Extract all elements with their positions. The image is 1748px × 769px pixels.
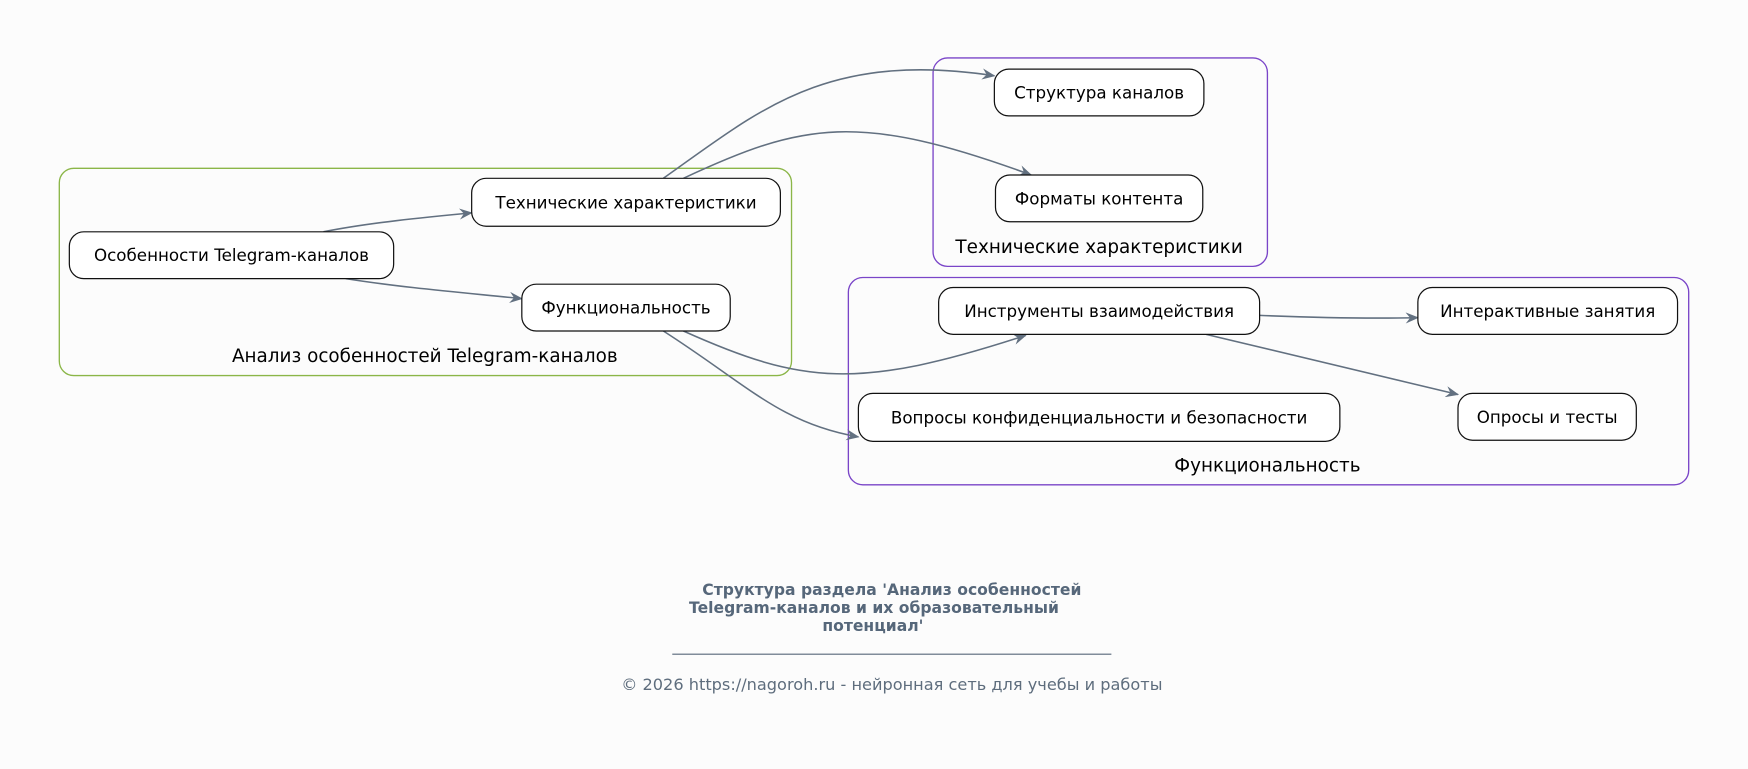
edge-tools-interactive — [1259, 312, 1419, 324]
edge-tools-polls — [1205, 333, 1460, 398]
edge-tech-formats — [683, 131, 1033, 180]
edge-tech-structure — [662, 68, 996, 179]
edge-features-func — [345, 277, 523, 303]
node-polls-label: Опросы и тесты — [1477, 407, 1618, 427]
node-structure[interactable]: Структура каналов — [993, 68, 1205, 117]
node-tech-label: Технические характеристики — [494, 192, 756, 212]
node-features-label: Особенности Telegram-каналов — [94, 245, 369, 265]
edge-func-privacy — [662, 330, 860, 441]
cluster-tech-label: Технические характеристики — [954, 237, 1242, 258]
node-tools[interactable]: Инструменты взаимодействия — [938, 286, 1261, 335]
footer-title-line-3: потенциал' — [822, 617, 923, 635]
footer-copyright: © 2026 https://nagoroh.ru - нейронная се… — [621, 675, 1162, 694]
node-tech[interactable]: Технические характеристики — [471, 177, 781, 227]
node-structure-label: Структура каналов — [1014, 83, 1184, 103]
node-features[interactable]: Особенности Telegram-каналов — [68, 231, 395, 280]
node-interactive-label: Интерактивные занятия — [1440, 301, 1655, 321]
node-tools-label: Инструменты взаимодействия — [964, 301, 1234, 321]
footer-title-line-2: Telegram-каналов и их образовательный — [689, 599, 1059, 617]
cluster-func-label: Функциональность — [1174, 455, 1360, 476]
node-privacy-label: Вопросы конфиденциальности и безопасност… — [891, 407, 1308, 427]
node-polls[interactable]: Опросы и тесты — [1457, 392, 1637, 441]
node-formats[interactable]: Форматы контента — [994, 174, 1204, 223]
cluster-tech: Технические характеристики — [932, 57, 1269, 268]
node-formats-label: Форматы контента — [1015, 188, 1183, 208]
cluster-analysis: Анализ особенностей Telegram-каналов — [58, 167, 793, 377]
edge-features-tech — [323, 208, 473, 233]
cluster-func: Функциональность — [847, 276, 1690, 486]
node-privacy[interactable]: Вопросы конфиденциальности и безопасност… — [857, 392, 1341, 442]
cluster-analysis-label: Анализ особенностей Telegram-каналов — [232, 346, 618, 367]
edge-func-tools — [683, 330, 1027, 375]
footer-title-line-1: Структура раздела 'Анализ особенностей — [702, 581, 1081, 599]
node-func-label: Функциональность — [541, 298, 710, 318]
node-interactive[interactable]: Интерактивные занятия — [1417, 286, 1679, 335]
node-func[interactable]: Функциональность — [521, 283, 731, 332]
